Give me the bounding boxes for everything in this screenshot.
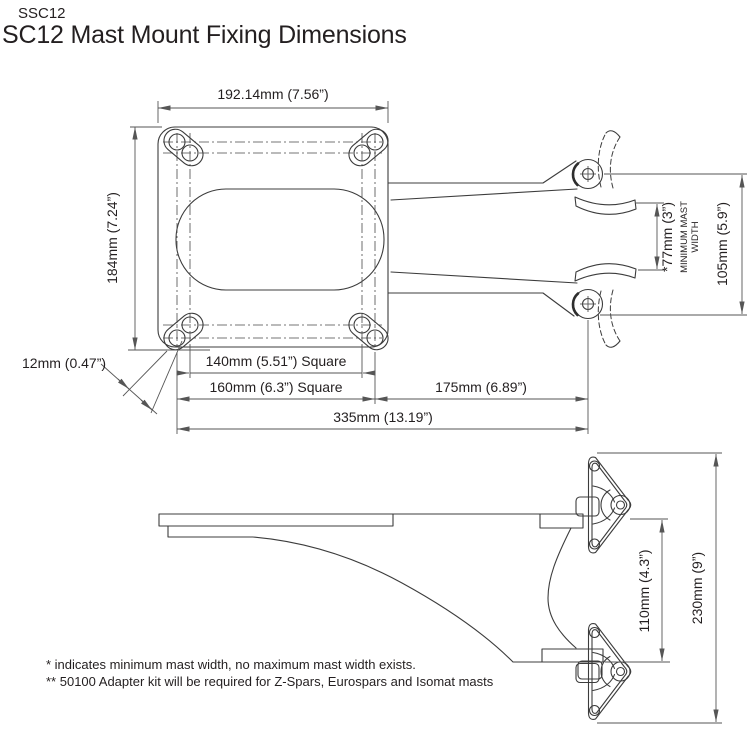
footnote-adapter-kit: ** 50100 Adapter kit will be required fo… xyxy=(46,674,494,689)
bottom-pivot-assembly xyxy=(571,288,604,320)
dim-label: 140mm (5.51”) Square xyxy=(206,353,347,369)
slot-hole xyxy=(181,316,199,334)
mount-plate-outline xyxy=(157,126,389,348)
slot-hole xyxy=(366,329,384,347)
arm-inner-bottom-edge xyxy=(390,271,578,284)
top-clamp-jaw xyxy=(574,130,637,215)
slot-hole xyxy=(353,316,371,334)
dim-clamp-spacing: 110mm (4.3”) xyxy=(605,518,670,663)
dim-min-mast-width: *77mm (3”) MINIMUM MAST WIDTH xyxy=(636,201,701,273)
footnotes: * indicates minimum mast width, no maxim… xyxy=(46,657,494,689)
dim-hole-square-outer: 160mm (6.3”) Square xyxy=(176,352,376,434)
dim-label: 12mm (0.47”) xyxy=(22,355,106,371)
slot-hole xyxy=(181,144,199,162)
slot-bottom-left xyxy=(163,312,204,351)
dim-hole-square-inner: 140mm (5.51”) Square xyxy=(176,345,376,378)
slot-hole xyxy=(168,133,186,151)
dim-arm-length: 175mm (6.89”) xyxy=(375,320,589,434)
dim-plate-height: 184mm (7.24”) xyxy=(104,126,210,351)
dim-label: 160mm (6.3”) Square xyxy=(209,379,342,395)
slot-hole xyxy=(168,329,186,347)
dim-total-length: 335mm (13.19”) xyxy=(177,409,588,432)
dim-label: 110mm (4.3”) xyxy=(636,550,652,633)
arm-outer-bottom-edge xyxy=(387,292,575,317)
upper-arm-bar xyxy=(539,513,584,529)
lower-mast-clamp-side xyxy=(575,623,632,720)
dim-slot-width: 12mm (0.47”) xyxy=(22,340,183,415)
dim-note-line2: WIDTH xyxy=(690,221,701,252)
top-view: 192.14mm (7.56”) 184mm (7.24”) 12mm (0.4… xyxy=(22,86,747,434)
slot-hole xyxy=(353,144,371,162)
slot-capsule xyxy=(163,128,204,167)
gusset-sweep-curve xyxy=(167,525,543,663)
arm-outer-top-edge xyxy=(387,160,577,184)
dim-plate-width: 192.14mm (7.56”) xyxy=(157,86,389,123)
dim-label: 230mm (9”) xyxy=(689,552,705,624)
plate-side-profile xyxy=(158,513,394,527)
bottom-clamp-jaw xyxy=(574,263,637,348)
side-view: 110mm (4.3”) 230mm (9”) xyxy=(158,452,722,724)
plate-center-opening xyxy=(175,188,385,291)
slot-capsule xyxy=(348,128,389,167)
slot-top-right xyxy=(348,128,389,167)
dim-label: 192.14mm (7.56”) xyxy=(217,86,328,102)
page-title: SC12 Mast Mount Fixing Dimensions xyxy=(2,21,407,49)
dim-mast-bracket-span: 105mm (5.9”) xyxy=(600,173,747,316)
dim-label: 335mm (13.19”) xyxy=(333,409,433,425)
lower-clamp-tab xyxy=(577,660,603,680)
model-code: SSC12 xyxy=(18,5,66,22)
arm-inner-top-edge xyxy=(390,188,578,201)
slot-capsule xyxy=(163,312,204,351)
dim-label: 175mm (6.89”) xyxy=(435,379,527,395)
dim-label: 105mm (5.9”) xyxy=(714,202,730,286)
leader-arrow xyxy=(140,399,153,411)
dim-label: *77mm (3”) xyxy=(659,202,675,272)
leader-arrow xyxy=(117,378,130,390)
slot-top-left xyxy=(163,128,204,167)
slot-bottom-right xyxy=(348,312,389,351)
lower-arm-bar xyxy=(541,648,604,663)
slot-edge-extension xyxy=(122,350,168,397)
footnote-min-mast-width: * indicates minimum mast width, no maxim… xyxy=(46,657,416,672)
top-pivot-assembly xyxy=(571,158,604,190)
dim-note-line1: MINIMUM MAST xyxy=(679,201,690,273)
upper-mast-clamp-side xyxy=(575,456,632,554)
slot-hole xyxy=(366,133,384,151)
dim-overall-height: 230mm (9”) xyxy=(597,452,722,724)
arm-inner-concave-edge xyxy=(547,527,577,649)
dim-label: 184mm (7.24”) xyxy=(104,192,120,284)
slot-capsule xyxy=(348,312,389,351)
